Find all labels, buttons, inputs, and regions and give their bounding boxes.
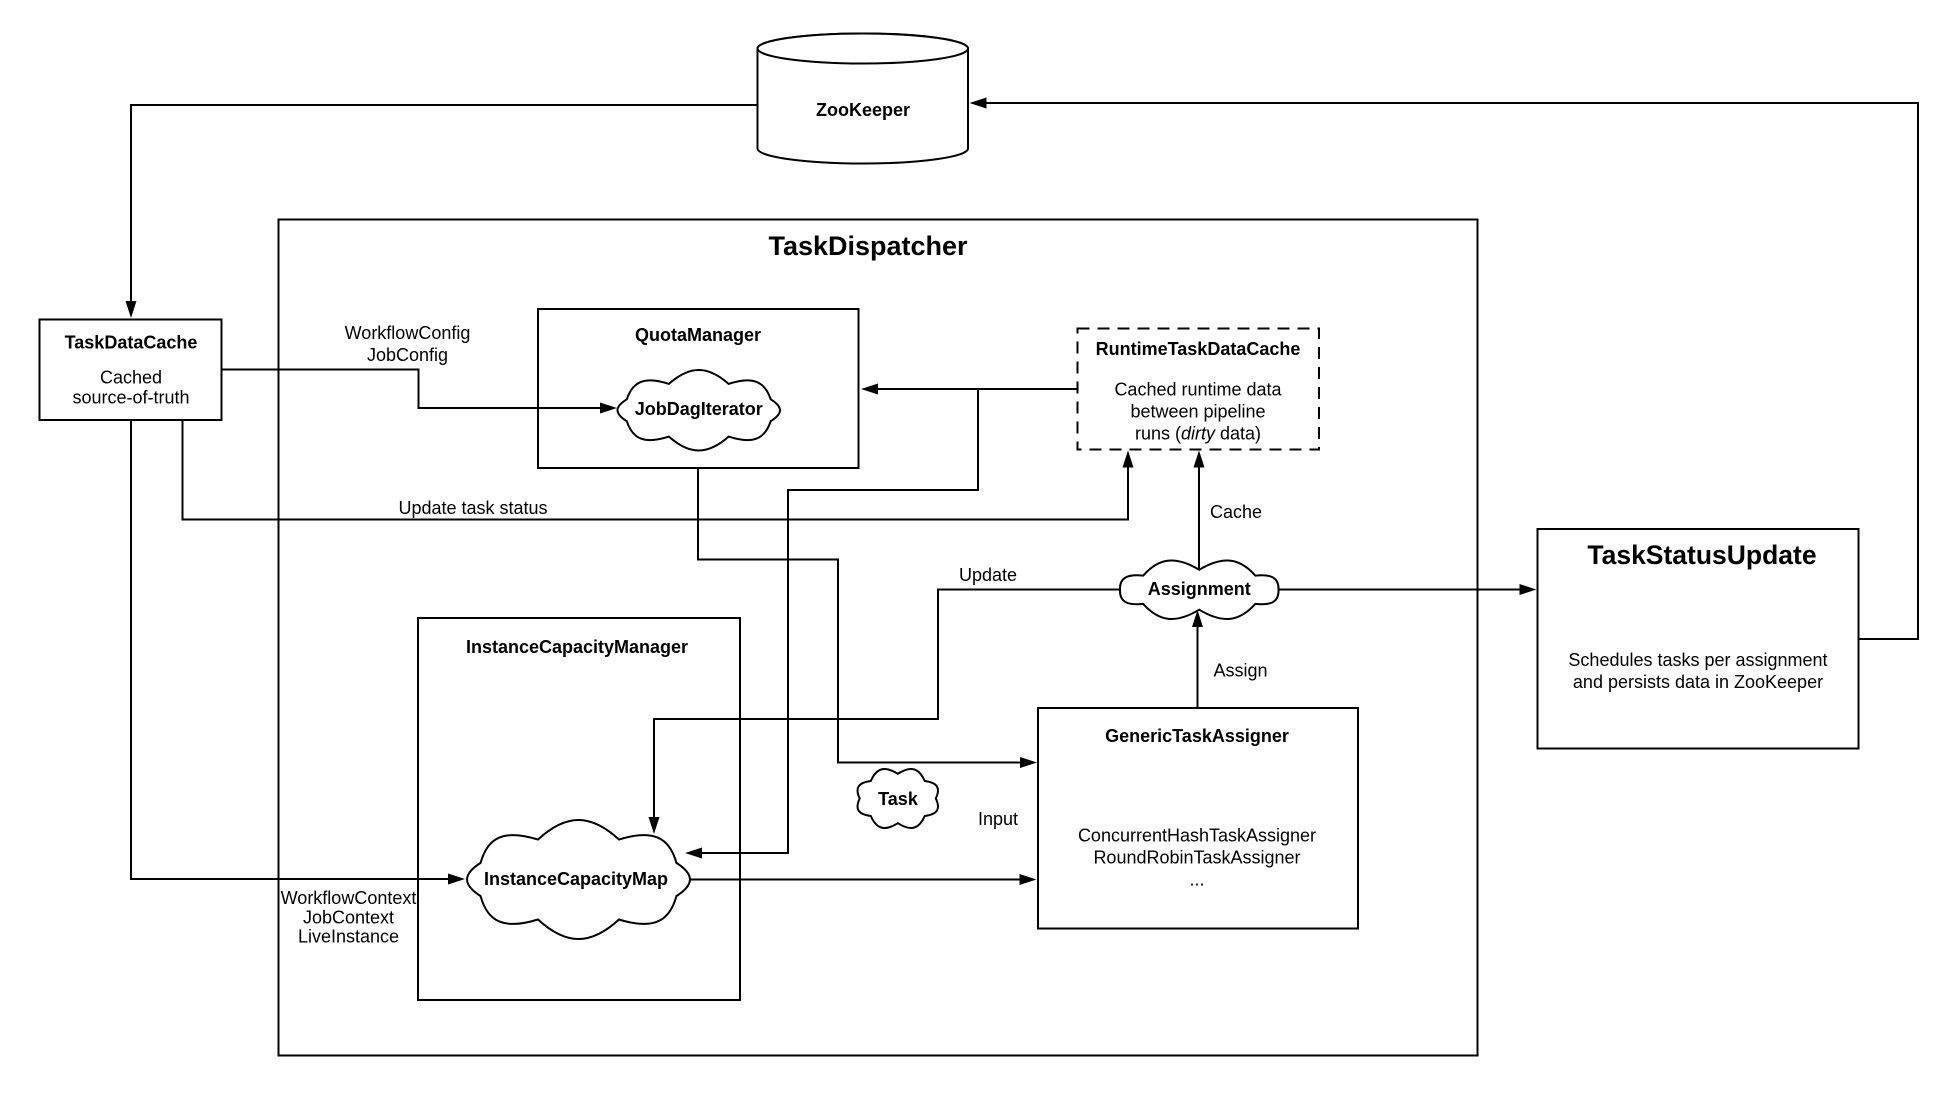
svg-text:ZooKeeper: ZooKeeper — [816, 100, 910, 120]
svg-text:JobContext: JobContext — [303, 908, 394, 928]
svg-text:WorkflowContext: WorkflowContext — [281, 888, 417, 908]
svg-text:JobDagIterator: JobDagIterator — [635, 399, 763, 419]
svg-text:Input: Input — [978, 809, 1018, 829]
svg-text:WorkflowConfig: WorkflowConfig — [345, 323, 471, 343]
svg-text:ConcurrentHashTaskAssigner: ConcurrentHashTaskAssigner — [1078, 826, 1316, 846]
svg-text:InstanceCapacityManager: InstanceCapacityManager — [466, 637, 688, 657]
svg-text:GenericTaskAssigner: GenericTaskAssigner — [1105, 726, 1289, 746]
svg-text:QuotaManager: QuotaManager — [635, 325, 761, 345]
svg-text:runs (dirty data): runs (dirty data) — [1135, 424, 1261, 444]
svg-text:Update task status: Update task status — [398, 498, 547, 518]
svg-text:Cache: Cache — [1210, 502, 1262, 522]
svg-text:RuntimeTaskDataCache: RuntimeTaskDataCache — [1096, 339, 1301, 359]
svg-text:JobConfig: JobConfig — [367, 345, 448, 365]
svg-text:source-of-truth: source-of-truth — [72, 388, 189, 408]
svg-text:TaskDataCache: TaskDataCache — [65, 333, 198, 353]
svg-text:LiveInstance: LiveInstance — [298, 927, 399, 947]
svg-text:TaskStatusUpdate: TaskStatusUpdate — [1587, 540, 1816, 570]
svg-text:Cached: Cached — [100, 368, 162, 388]
svg-text:Update: Update — [959, 565, 1017, 585]
svg-text:Task: Task — [878, 789, 919, 809]
svg-text:RoundRobinTaskAssigner: RoundRobinTaskAssigner — [1093, 848, 1300, 868]
svg-text:Assign: Assign — [1213, 661, 1267, 681]
svg-text:...: ... — [1189, 870, 1204, 890]
svg-text:Cached runtime data: Cached runtime data — [1114, 380, 1282, 400]
svg-text:and persists data in ZooKeeper: and persists data in ZooKeeper — [1573, 672, 1823, 692]
svg-text:TaskDispatcher: TaskDispatcher — [768, 231, 968, 261]
svg-text:between pipeline: between pipeline — [1130, 402, 1265, 422]
svg-text:Schedules tasks per assignment: Schedules tasks per assignment — [1568, 650, 1827, 670]
svg-text:InstanceCapacityMap: InstanceCapacityMap — [484, 869, 668, 889]
svg-text:Assignment: Assignment — [1148, 579, 1251, 599]
